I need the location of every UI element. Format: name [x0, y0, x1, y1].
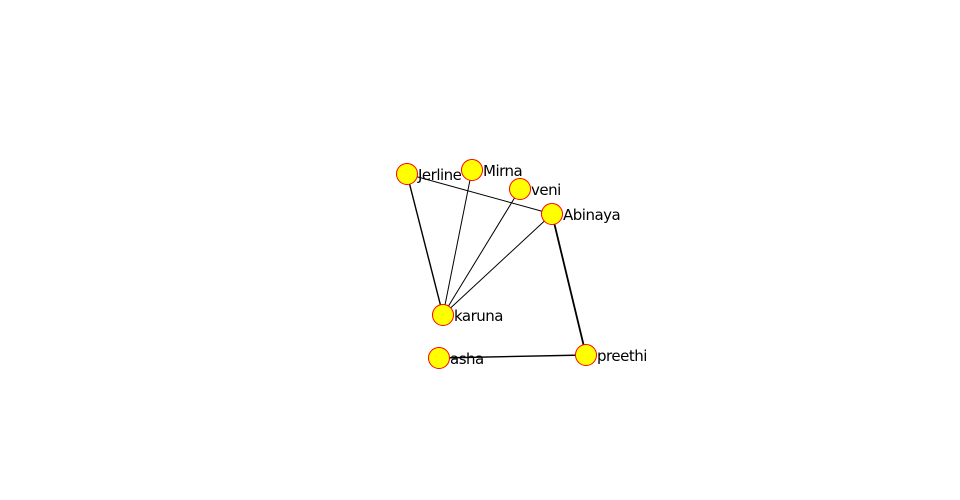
node-karuna[interactable]: karuna: [432, 304, 504, 326]
node-Abinaya[interactable]: Abinaya: [541, 203, 621, 225]
node-Mirna[interactable]: Mirna: [461, 159, 523, 181]
node-label: asha: [450, 350, 484, 368]
node-asha[interactable]: asha: [428, 347, 484, 369]
node-label: veni: [531, 181, 561, 199]
node-Jerline[interactable]: Jerline: [396, 163, 462, 185]
node-circle[interactable]: [461, 159, 483, 181]
node-label: karuna: [454, 307, 503, 325]
node-circle[interactable]: [432, 304, 454, 326]
node-veni[interactable]: veni: [509, 178, 561, 200]
edges: [406, 169, 587, 359]
edge-Jerline-karuna: [406, 173, 444, 316]
node-label: preethi: [597, 347, 647, 365]
node-circle[interactable]: [575, 344, 597, 366]
node-circle[interactable]: [541, 203, 563, 225]
node-label: Jerline: [417, 166, 462, 184]
node-circle[interactable]: [509, 178, 531, 200]
node-label: Mirna: [483, 162, 522, 180]
edge-Abinaya-karuna: [442, 213, 553, 316]
edge-asha-preethi: [438, 354, 587, 359]
node-preethi[interactable]: preethi: [575, 344, 647, 366]
edge-Mirna-karuna: [442, 169, 473, 316]
edge-Jerline-Abinaya: [406, 173, 553, 215]
edge-veni-karuna: [442, 188, 521, 316]
node-circle[interactable]: [396, 163, 418, 185]
node-label: Abinaya: [563, 206, 620, 224]
node-circle[interactable]: [428, 347, 450, 369]
edge-Abinaya-preethi: [551, 213, 587, 356]
